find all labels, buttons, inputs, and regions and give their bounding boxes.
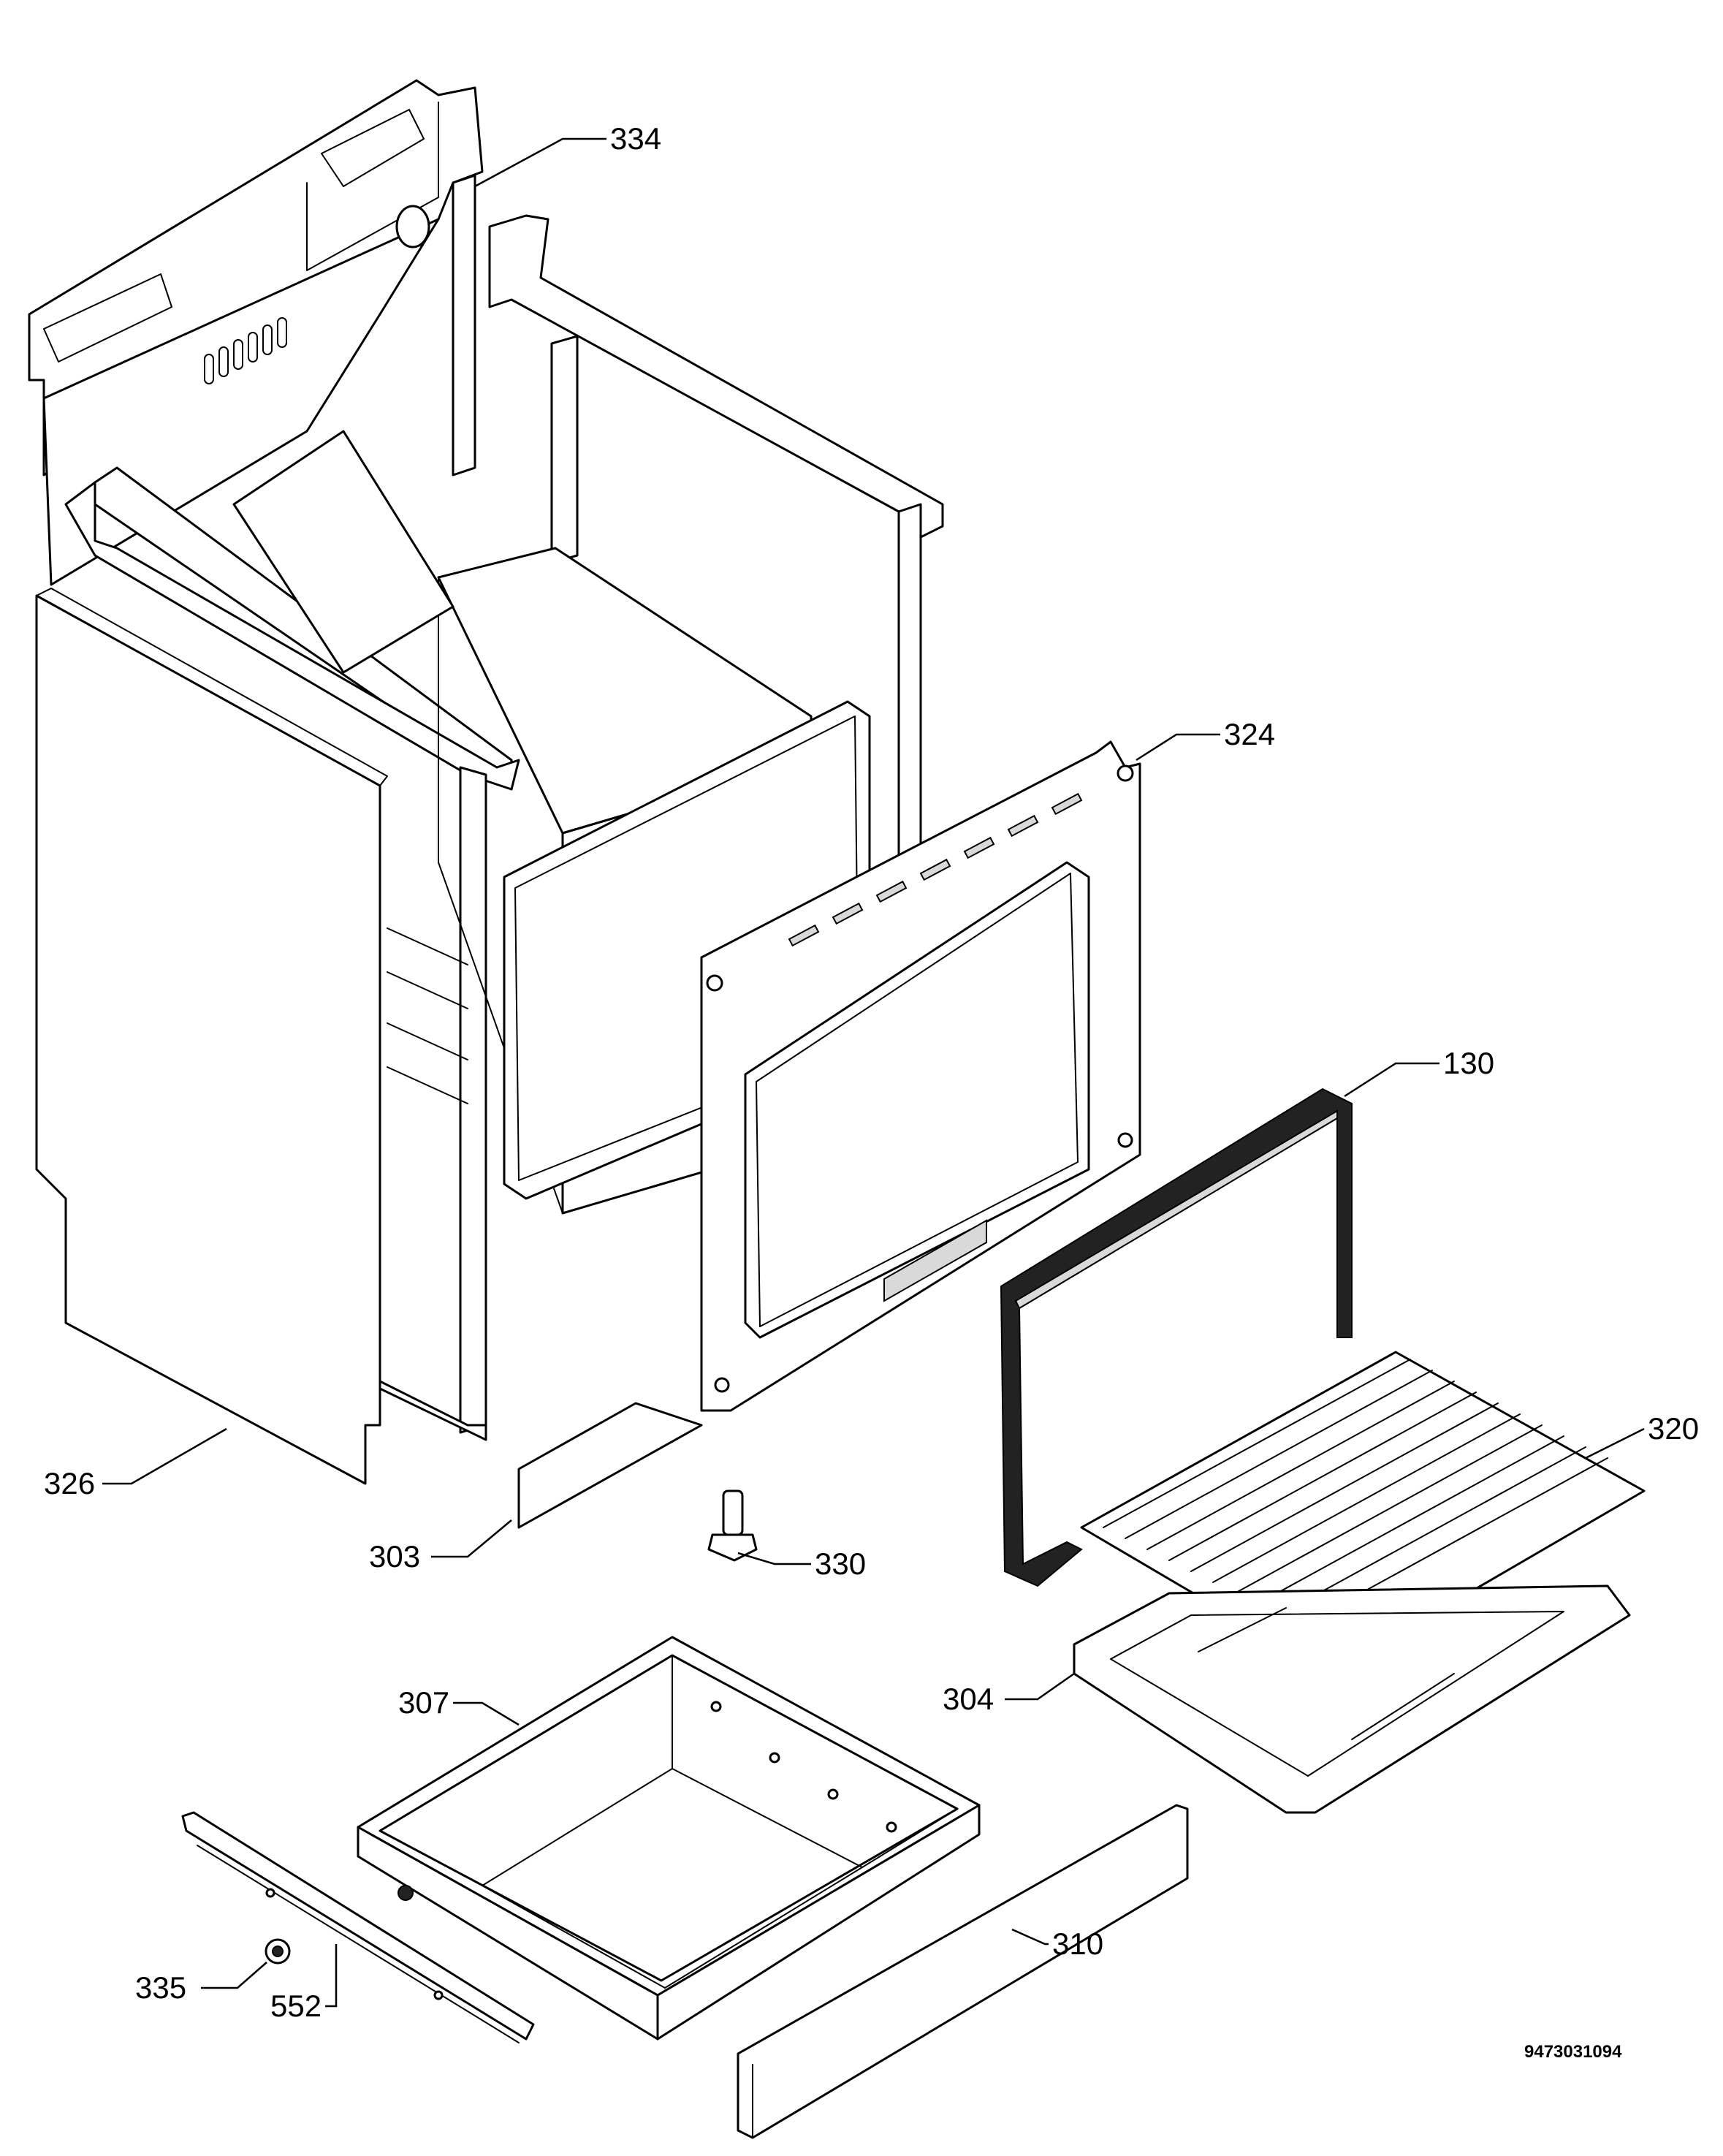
- callout-310: 310: [1011, 1927, 1103, 1961]
- vent-slots: [204, 317, 287, 384]
- side-panel-326: [35, 588, 388, 1485]
- shelf-wires: [1103, 1359, 1608, 1627]
- callout-326: 326: [44, 1427, 227, 1500]
- frame-slots: [788, 792, 1083, 947]
- baking-tray-304: [1073, 1584, 1631, 1814]
- bolt-335: [265, 1938, 291, 1965]
- drawer-front-310: [737, 1804, 1189, 2139]
- callout-label-307: 307: [398, 1685, 449, 1720]
- callout-324: 324: [1136, 717, 1275, 762]
- runner-552: [181, 1811, 535, 2043]
- callout-label-335: 335: [135, 1970, 186, 2005]
- screw-330: [707, 1489, 758, 1562]
- callout-label-552: 552: [270, 1989, 322, 2023]
- document-number: 9473031094: [1524, 2042, 1622, 2062]
- callout-552: 552: [270, 1944, 338, 2023]
- callout-label-320: 320: [1648, 1411, 1699, 1446]
- callout-303: 303: [369, 1519, 512, 1574]
- callout-label-304: 304: [943, 1682, 994, 1716]
- callout-label-326: 326: [44, 1466, 95, 1500]
- callout-label-130: 130: [1443, 1046, 1494, 1080]
- callout-334: 334: [474, 121, 661, 188]
- door-seal-130: [1000, 1088, 1353, 1587]
- callout-330: 330: [737, 1546, 866, 1581]
- callout-335: 335: [135, 1962, 267, 2005]
- callout-label-303: 303: [369, 1539, 420, 1574]
- strip-303: [517, 1402, 703, 1529]
- callout-label-334: 334: [610, 121, 661, 156]
- callout-304: 304: [943, 1672, 1075, 1716]
- drawer-307: [357, 1636, 981, 2041]
- callout-label-310: 310: [1052, 1927, 1103, 1961]
- callout-307: 307: [398, 1685, 520, 1726]
- callout-label-330: 330: [815, 1546, 866, 1581]
- callout-320: 320: [1585, 1411, 1699, 1460]
- front-frame-324: [700, 740, 1141, 1412]
- callout-label-324: 324: [1224, 717, 1275, 751]
- callout-130: 130: [1344, 1046, 1494, 1098]
